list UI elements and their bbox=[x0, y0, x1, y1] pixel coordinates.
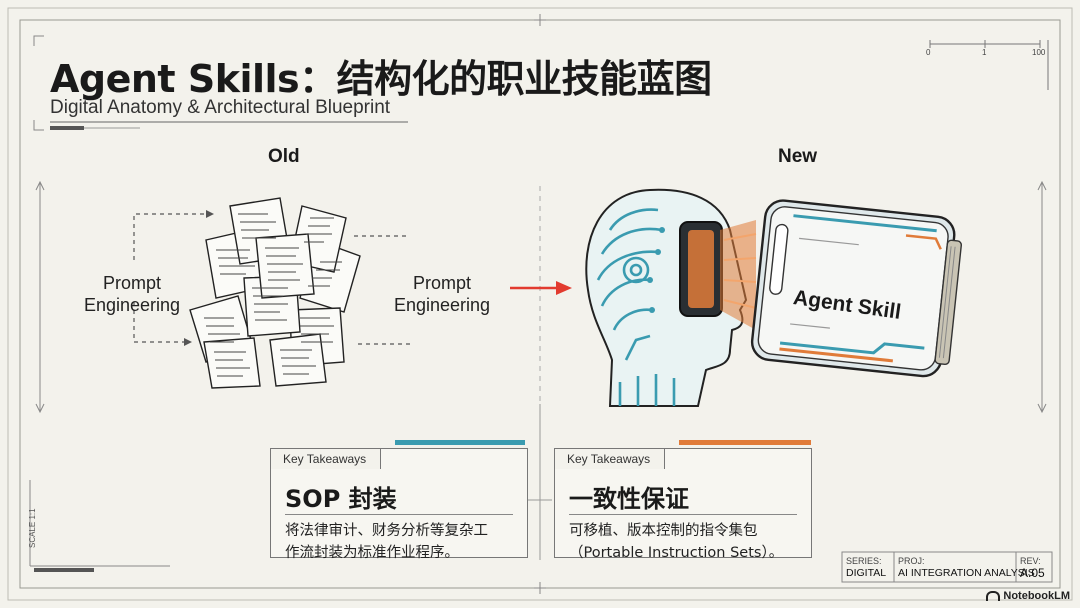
subtitle-bar bbox=[50, 126, 84, 130]
card-divider bbox=[569, 514, 797, 515]
scale-tick-1: 1 bbox=[982, 48, 987, 57]
ai-head-illustration bbox=[585, 188, 962, 407]
card-body: 将法律审计、财务分析等复杂工作流封装为标准作业程序。 bbox=[285, 523, 488, 561]
old-label: Old bbox=[268, 146, 300, 167]
card-body: 可移植、版本控制的指令集包（Portable Instruction Sets）… bbox=[569, 523, 784, 561]
paper-pile-illustration bbox=[133, 197, 410, 389]
page-subtitle: Digital Anatomy & Architectural Blueprin… bbox=[50, 97, 391, 118]
card-tab: Key Takeaways bbox=[270, 448, 382, 469]
takeaway-card-consistency: Key Takeaways 一致性保证 可移植、版本控制的指令集包（Portab… bbox=[554, 440, 812, 561]
scale-tick-0: 0 bbox=[926, 48, 931, 57]
series-cell: SERIES: DIGITAL bbox=[846, 556, 887, 579]
rev-cell: REV: A.05 bbox=[1020, 556, 1045, 580]
notebooklm-icon bbox=[986, 591, 1001, 602]
transition-arrow-icon bbox=[510, 281, 572, 295]
page-title: Agent Skills：结构化的职业技能蓝图 bbox=[50, 57, 712, 101]
takeaway-card-sop: Key Takeaways SOP 封装 将法律审计、财务分析等复杂工作流封装为… bbox=[270, 440, 528, 561]
card-accent-bar bbox=[679, 440, 811, 445]
proj-cell: PROJ: AI INTEGRATION ANALYSIS bbox=[898, 556, 1035, 579]
card-heading: 一致性保证 bbox=[569, 485, 689, 513]
brand-logo: NotebookLM bbox=[986, 590, 1070, 602]
scale-tick-100: 100 bbox=[1032, 48, 1046, 57]
scale-ruler bbox=[929, 40, 1049, 90]
scale-mark: SCALE 1:1 bbox=[28, 508, 37, 548]
card-heading: SOP 封装 bbox=[285, 485, 397, 513]
new-label: New bbox=[778, 146, 818, 167]
card-accent-bar bbox=[395, 440, 525, 445]
card-tab: Key Takeaways bbox=[554, 448, 666, 469]
card-divider bbox=[285, 514, 513, 515]
